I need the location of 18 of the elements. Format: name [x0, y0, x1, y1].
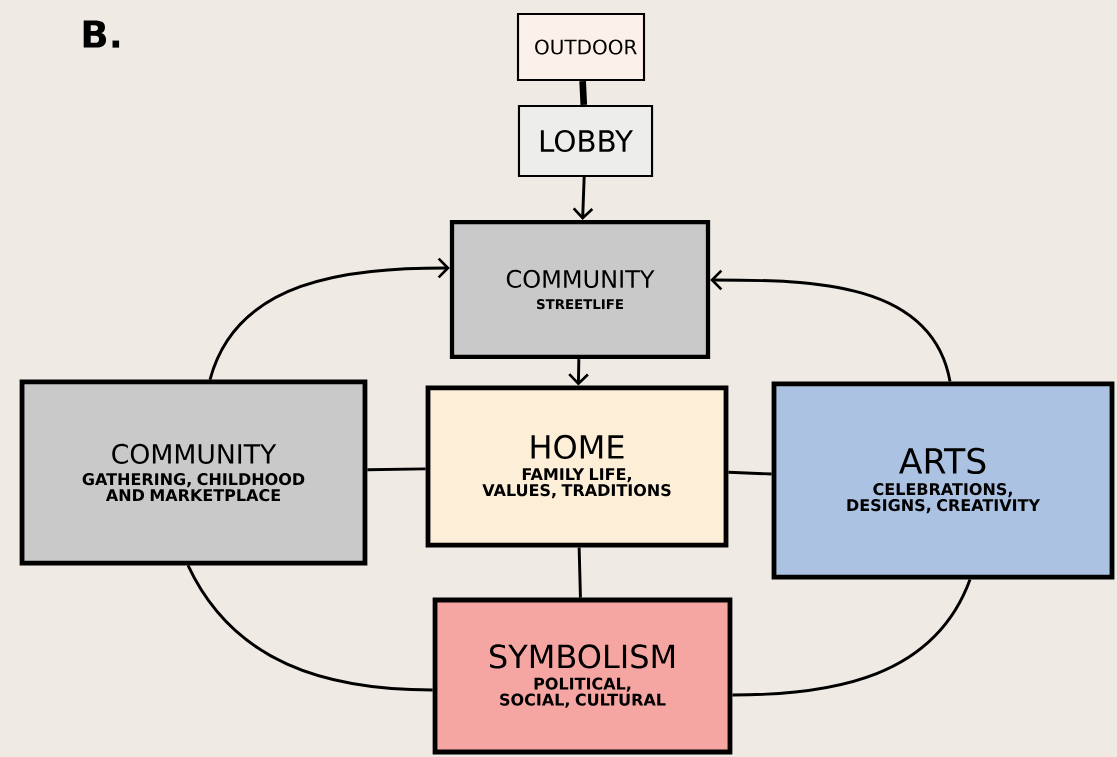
connector	[732, 578, 972, 697]
connector	[208, 257, 450, 381]
concept-box: COMMUNITY STREETLIFE	[449, 219, 711, 360]
concept-box: ARTS CELEBRATIONS, DESIGNS, CREATIVITY	[771, 381, 1115, 580]
connector	[710, 269, 952, 382]
connector	[367, 467, 426, 472]
concept-box: SYMBOLISM POLITICAL, SOCIAL, CULTURAL	[432, 597, 733, 755]
concept-box: OUTDOOR	[516, 12, 646, 82]
concept-box: COMMUNITY GATHERING, CHILDHOOD AND MARKETPLACE	[19, 379, 368, 566]
connector	[577, 547, 582, 598]
connector	[572, 177, 594, 220]
connector	[728, 470, 772, 476]
connector	[186, 564, 433, 692]
panel-letter: B.	[83, 20, 120, 48]
connector	[579, 80, 588, 106]
concept-box: LOBBY	[517, 104, 654, 178]
connector	[568, 359, 589, 386]
concept-box: HOME FAMILY LIFE, VALUES, TRADITIONS	[425, 385, 729, 548]
